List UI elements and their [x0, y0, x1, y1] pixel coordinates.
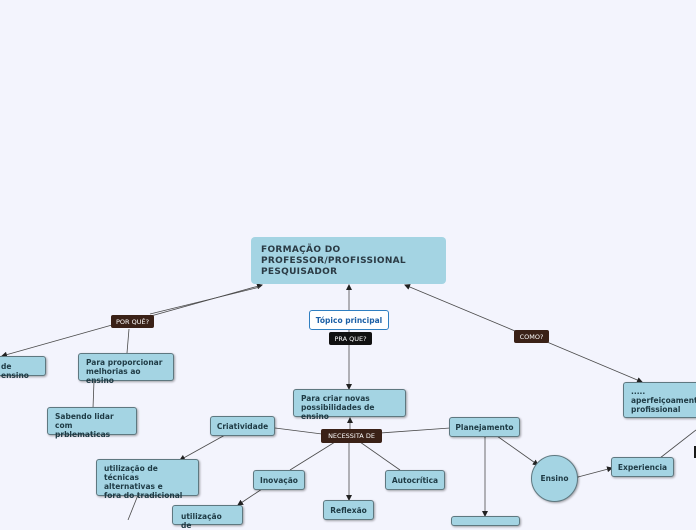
- node-criar-line-2: possibilidades de ensino: [301, 403, 375, 421]
- node-aperfeicoamento-line-3: profissional: [631, 405, 681, 414]
- node-tecnicas[interactable]: utilização de técnicas alternativas e fo…: [96, 459, 199, 500]
- link-tecnicas-down: [127, 494, 139, 520]
- link-criatividade-tecnicas: [179, 429, 231, 461]
- topic-node[interactable]: Tópico principal: [309, 310, 389, 330]
- node-tecnicas-line-3: fora do tradicional: [104, 491, 183, 500]
- root-line-1: FORMAÇÃO DO: [261, 245, 341, 255]
- link-como-aperfeicoamento: [546, 341, 643, 383]
- root-line-2: PROFESSOR/PROFISSIONAL: [261, 256, 406, 266]
- link-experiencia-aperfeicoamento: [659, 429, 696, 459]
- node-sabendo[interactable]: Sabendo lidar com prblematicas: [47, 407, 137, 439]
- node-aperfeicoamento-line-2: aperfeiçoamento: [631, 396, 696, 405]
- node-experiencia[interactable]: Experiencia: [611, 457, 674, 477]
- link-necessita-planejamento: [379, 427, 451, 434]
- node-proporcionar[interactable]: Para proporcionar melhorias ao ensino: [78, 353, 174, 385]
- link-porque-proporcionar: [126, 328, 130, 354]
- node-autocritica[interactable]: Autocrítica: [385, 470, 445, 490]
- node-de-ensino[interactable]: de ensino: [0, 356, 46, 380]
- node-tecnicas-line-2: alternativas e: [104, 482, 163, 491]
- node-tecnicas-line-1: utilização de técnicas: [104, 464, 158, 482]
- link-necessita-autocritica: [359, 441, 401, 471]
- node-ensino[interactable]: Ensino: [531, 455, 578, 502]
- link-ensino-experiencia: [572, 466, 613, 482]
- node-aperfeicoamento-line-1: .....: [631, 387, 646, 396]
- node-utilizacao-de[interactable]: utilização de: [172, 505, 243, 530]
- node-bottom-partial[interactable]: [451, 516, 520, 526]
- node-reflexao[interactable]: Reflexão: [323, 500, 374, 520]
- offscreen-node-edge: [694, 446, 696, 458]
- connector-como[interactable]: COMO?: [514, 330, 549, 343]
- link-inovacao-utilizacao: [237, 483, 268, 506]
- node-sabendo-line-1: Sabendo lidar com: [55, 412, 114, 430]
- node-proporcionar-line-2: melhorias ao ensino: [86, 367, 141, 385]
- node-criatividade[interactable]: Criatividade: [210, 416, 275, 436]
- node-de-ensino-label: de ensino: [1, 362, 29, 380]
- node-aperfeicoamento[interactable]: ..... aperfeiçoamento profissional: [623, 382, 696, 418]
- connector-por-que[interactable]: POR QUÊ?: [111, 315, 154, 328]
- link-root-como: [404, 284, 516, 332]
- link-necessita-inovacao: [289, 441, 336, 471]
- root-node[interactable]: FORMAÇÃO DO PROFESSOR/PROFISSIONAL PESQU…: [251, 237, 446, 284]
- connector-pra-que[interactable]: PRA QUE?: [329, 332, 372, 345]
- link-proporcionar-sabendo: [92, 380, 95, 409]
- link-planejamento-ensino: [491, 430, 539, 466]
- node-criar[interactable]: Para criar novas possibilidades de ensin…: [293, 389, 406, 421]
- link-root-porque-2: [149, 286, 261, 315]
- link-root-porque: [132, 283, 263, 322]
- node-utilizacao-de-label: utilização de: [181, 512, 222, 530]
- node-proporcionar-line-1: Para proporcionar: [86, 358, 163, 367]
- link-porque-deensino: [1, 324, 113, 358]
- node-inovacao[interactable]: Inovação: [253, 470, 305, 490]
- node-criar-line-1: Para criar novas: [301, 394, 370, 403]
- connector-necessita-de[interactable]: NECESSITA DE: [321, 429, 382, 443]
- node-planejamento[interactable]: Planejamento: [449, 417, 520, 437]
- node-sabendo-line-2: prblematicas: [55, 430, 111, 439]
- link-necessita-criatividade: [274, 427, 323, 435]
- root-line-3: PESQUISADOR: [261, 267, 338, 277]
